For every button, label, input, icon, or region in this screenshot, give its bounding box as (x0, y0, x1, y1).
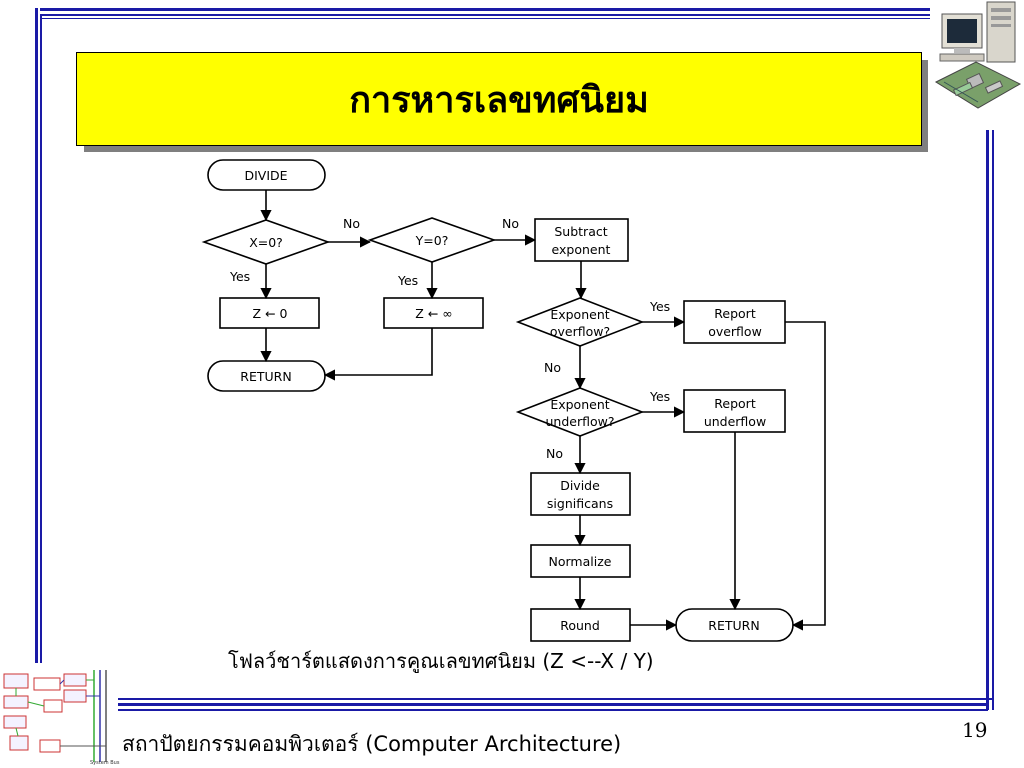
edge-label-yes-overflow: Yes (649, 299, 670, 314)
z-infinity-box (383, 297, 484, 329)
round-box (530, 608, 631, 642)
edge-label-no-overflow: No (544, 360, 561, 375)
z-zero-label: Z ← 0 (253, 306, 288, 321)
z-infinity-label: Z ← ∞ (415, 306, 452, 321)
arrow-zinf-to-return (323, 328, 433, 381)
slide-title: การหารเลขทศนิยม (349, 79, 649, 121)
svg-text:System Bus: System Bus (90, 760, 120, 766)
edge-label-no-x: No (343, 216, 360, 231)
return-right-label: RETURN (708, 618, 759, 633)
divide-significands-box (530, 472, 631, 516)
frame-right-line-1 (986, 130, 989, 710)
frame-bottom-line-1 (118, 698, 994, 700)
frame-left-line-2 (40, 14, 42, 663)
subtract-label-line1: Subtract (554, 224, 607, 239)
frame-right-line-2 (992, 130, 994, 710)
start-label: DIVIDE (244, 168, 287, 183)
report-overflow-line2: overflow (708, 324, 762, 339)
divide-label-line1: Divide (560, 478, 600, 493)
overflow-label-line1: Exponent (550, 307, 609, 322)
report-underflow-line2: underflow (704, 414, 766, 429)
underflow-label-line2: underflow? (546, 414, 615, 429)
report-underflow-box (683, 389, 786, 433)
edge-label-no-y: No (502, 216, 519, 231)
page-number: 19 (962, 718, 988, 742)
underflow-label-line1: Exponent (550, 397, 609, 412)
normalize-label: Normalize (549, 554, 612, 569)
edge-label-yes-underflow: Yes (649, 389, 670, 404)
overflow-label-line2: overflow? (550, 324, 610, 339)
return-left-label: RETURN (240, 369, 291, 384)
round-label: Round (560, 618, 600, 633)
frame-top-line-3 (40, 18, 930, 19)
subtract-exponent-box (534, 218, 629, 262)
frame-left-line-1 (35, 8, 38, 663)
edge-label-no-underflow: No (546, 446, 563, 461)
system-diagram-icon: System Bus (3, 670, 120, 766)
frame-bottom-line-3 (118, 709, 988, 711)
frame-top-line-2 (40, 14, 930, 16)
edge-label-yes-y: Yes (397, 273, 418, 288)
frame-bottom-line-2 (118, 703, 988, 706)
computer-icon (934, 1, 1022, 109)
report-overflow-box (683, 300, 786, 344)
decision-y-label: Y=0? (415, 233, 449, 248)
report-underflow-line1: Report (714, 396, 756, 411)
title-box: การหารเลขทศนิยม (76, 52, 922, 146)
decision-x-label: X=0? (249, 235, 283, 250)
divide-label-line2: significans (547, 496, 613, 511)
report-overflow-line1: Report (714, 306, 756, 321)
flowchart-caption: โฟลว์ชาร์ตแสดงการคูณเลขทศนิยม (Z <--X / … (228, 649, 654, 673)
edge-label-yes-x: Yes (229, 269, 250, 284)
arrow-report-overflow-to-return (785, 321, 826, 631)
subtract-label-line2: exponent (552, 242, 611, 257)
footer-course-title: สถาปัตยกรรมคอมพิวเตอร์ (Computer Archite… (122, 732, 622, 756)
frame-top-line-1 (40, 8, 930, 11)
